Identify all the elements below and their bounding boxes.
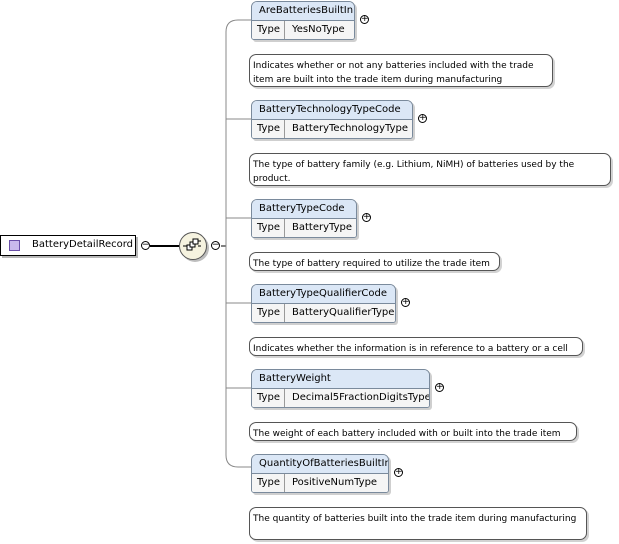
expand-toggle[interactable]: + xyxy=(401,297,410,307)
element-type-row: Type BatteryQualifierType xyxy=(252,304,395,322)
element-box[interactable]: AreBatteriesBuiltIn Type YesNoType xyxy=(251,1,355,40)
documentation-note: The quantity of batteries built into the… xyxy=(249,507,587,540)
expand-toggle[interactable]: + xyxy=(362,212,371,222)
expand-toggle[interactable]: + xyxy=(435,382,444,392)
element-box[interactable]: BatteryWeight Type Decimal5FractionDigit… xyxy=(251,369,430,408)
element-name: BatteryTechnologyTypeCode xyxy=(252,101,412,120)
documentation-note: Indicates whether or not any batteries i… xyxy=(249,54,553,87)
type-value: Decimal5FractionDigitsType xyxy=(292,392,430,403)
element-name: BatteryTypeCode xyxy=(252,200,356,219)
element-box[interactable]: BatteryTypeCode Type BatteryType xyxy=(251,199,357,238)
documentation-note: The weight of each battery included with… xyxy=(249,422,577,441)
element-box[interactable]: BatteryTypeQualifierCode Type BatteryQua… xyxy=(251,284,396,323)
element-type-row: Type PositiveNumType xyxy=(252,474,388,492)
element-name: BatteryWeight xyxy=(252,370,429,389)
type-label: Type xyxy=(252,474,285,492)
complex-type-icon xyxy=(9,240,20,251)
root-element-name: BatteryDetailRecord xyxy=(32,239,134,250)
type-label: Type xyxy=(252,304,285,322)
root-element-box[interactable]: BatteryDetailRecord xyxy=(0,235,136,256)
expand-toggle[interactable]: + xyxy=(394,467,403,477)
sequence-compositor[interactable] xyxy=(179,232,207,260)
collapse-sequence-toggle[interactable]: − xyxy=(211,240,220,250)
element-box[interactable]: QuantityOfBatteriesBuiltIn Type Positive… xyxy=(251,454,389,493)
type-label: Type xyxy=(252,219,285,237)
collapse-root-toggle[interactable]: − xyxy=(141,240,150,250)
type-value: YesNoType xyxy=(292,24,345,35)
element-name: BatteryTypeQualifierCode xyxy=(252,285,395,304)
documentation-note: The type of battery required to utilize … xyxy=(249,252,500,271)
element-type-row: Type YesNoType xyxy=(252,21,354,39)
type-value: BatteryTechnologyType xyxy=(292,123,408,134)
type-label: Type xyxy=(252,21,285,39)
type-value: PositiveNumType xyxy=(292,477,378,488)
element-type-row: Type Decimal5FractionDigitsType xyxy=(252,389,429,407)
element-name: AreBatteriesBuiltIn xyxy=(252,2,354,21)
element-name: QuantityOfBatteriesBuiltIn xyxy=(252,455,388,474)
expand-toggle[interactable]: + xyxy=(360,14,369,24)
sequence-compositor-icon xyxy=(183,238,201,251)
type-value: BatteryType xyxy=(292,222,352,233)
type-value: BatteryQualifierType xyxy=(292,307,395,318)
documentation-note: Indicates whether the information is in … xyxy=(249,337,583,356)
documentation-note: The type of battery family (e.g. Lithium… xyxy=(249,153,611,186)
expand-toggle[interactable]: + xyxy=(418,113,427,123)
type-label: Type xyxy=(252,120,285,138)
element-type-row: Type BatteryTechnologyType xyxy=(252,120,412,138)
element-box[interactable]: BatteryTechnologyTypeCode Type BatteryTe… xyxy=(251,100,413,139)
type-label: Type xyxy=(252,389,285,407)
element-type-row: Type BatteryType xyxy=(252,219,356,237)
